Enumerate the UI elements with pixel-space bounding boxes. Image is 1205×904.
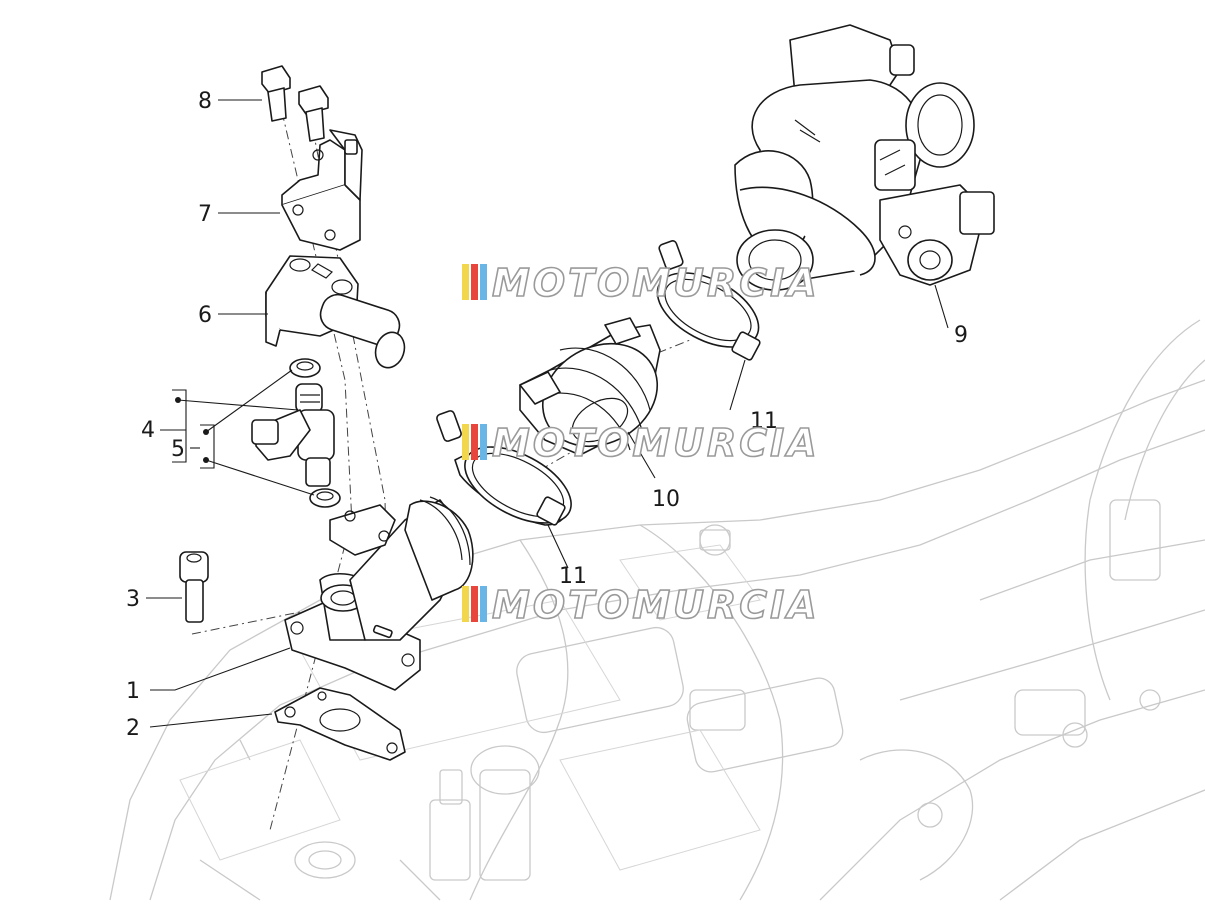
- watermark-text: MOTOMURCIA: [492, 261, 820, 305]
- callout-11-lower: 11: [559, 564, 587, 589]
- assembly-axes: [191, 111, 691, 831]
- part-10-intake-sleeve: [519, 317, 661, 456]
- part-1-intake-manifold: [284, 496, 474, 691]
- part-4-injector: [251, 383, 335, 487]
- watermark-stripe: [462, 586, 469, 622]
- part-8-bolts: [261, 65, 329, 142]
- part-3-screw: [179, 551, 209, 623]
- watermark-stripe: [480, 264, 487, 300]
- part-7-bracket: [281, 129, 363, 251]
- watermark-stripe: [480, 586, 487, 622]
- watermark-1: MOTOMURCIA: [462, 260, 820, 306]
- callout-2: 2: [126, 716, 140, 741]
- watermark-stripe: [462, 424, 469, 460]
- callout-11-upper: 11: [750, 409, 778, 434]
- watermark-stripe: [480, 424, 487, 460]
- part-9-throttle-body: [734, 24, 995, 291]
- watermark-2: MOTOMURCIA: [462, 420, 820, 466]
- watermark-stripe: [471, 264, 478, 300]
- callout-numbers: 8 7 6 4 5 3 1 2 9 10 11 11: [126, 89, 968, 741]
- callout-5: 5: [171, 437, 185, 462]
- watermark-text: MOTOMURCIA: [492, 583, 820, 627]
- callout-10: 10: [652, 487, 680, 512]
- watermark-text: MOTOMURCIA: [492, 421, 820, 465]
- callout-7: 7: [198, 202, 212, 227]
- part-5-o-rings: [289, 358, 341, 508]
- part-11-clamp-lower: [436, 410, 572, 526]
- engine-background: [109, 319, 1205, 901]
- watermark-3: MOTOMURCIA: [462, 582, 820, 628]
- callout-8: 8: [198, 89, 212, 114]
- watermark-stripe: [471, 424, 478, 460]
- callout-4: 4: [141, 418, 155, 443]
- part-11-clamp-upper: [656, 240, 761, 361]
- callout-3: 3: [126, 587, 140, 612]
- callout-6: 6: [198, 303, 212, 328]
- part-2-gasket: [274, 687, 406, 761]
- part-6-injector-holder: [265, 255, 406, 369]
- watermark-stripe: [471, 586, 478, 622]
- callout-9: 9: [954, 323, 968, 348]
- leader-lines: [146, 99, 949, 728]
- callout-1: 1: [126, 679, 140, 704]
- watermark-stripe: [462, 264, 469, 300]
